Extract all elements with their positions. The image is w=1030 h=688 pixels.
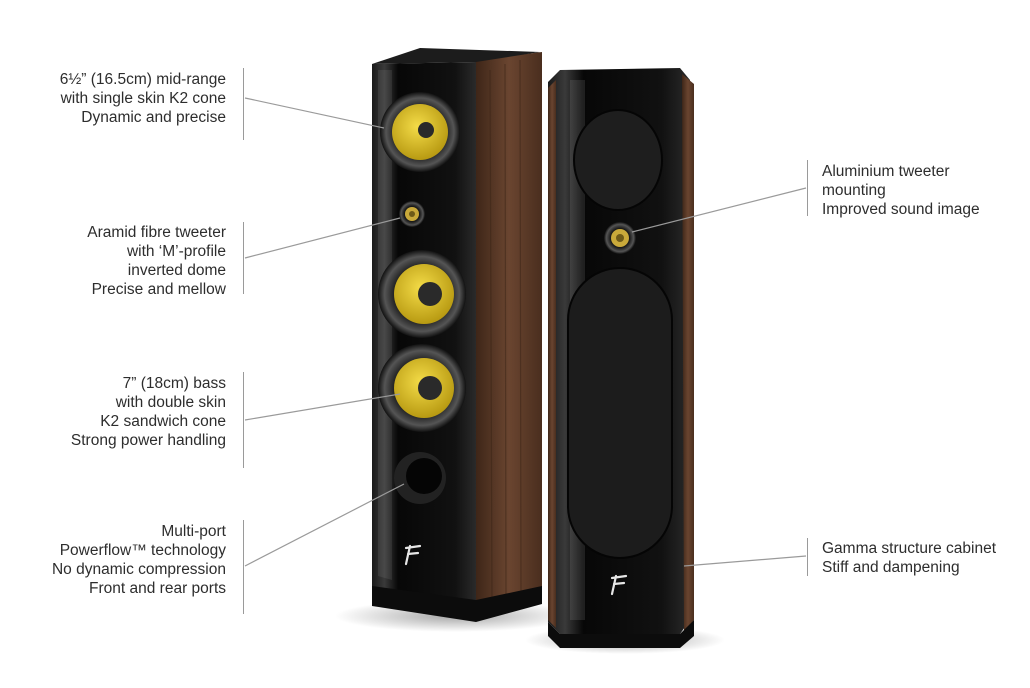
callout-line: Precise and mellow — [91, 281, 226, 298]
callout-line: with ‘M’-profile — [126, 243, 226, 260]
callout-line: mounting — [822, 182, 886, 199]
callout-bar — [807, 538, 808, 576]
callout-line: Stiff and dampening — [822, 559, 960, 576]
callout-port: Multi-port Powerflow™ technology No dyna… — [52, 522, 226, 598]
callout-gamma-cabinet: Gamma structure cabinet Stiff and dampen… — [822, 539, 996, 577]
callout-line: Strong power handling — [70, 432, 226, 449]
side-speaker — [548, 68, 694, 648]
leader-lines — [244, 97, 807, 567]
focal-logo-icon — [404, 544, 422, 566]
callout-line: Aluminium tweeter — [822, 163, 950, 180]
callout-bass: 7” (18cm) bass with double skin K2 sandw… — [71, 374, 226, 450]
callout-bar — [807, 160, 808, 216]
callout-bar — [243, 520, 244, 614]
front-speaker — [372, 48, 542, 622]
callout-line: Front and rear ports — [89, 580, 226, 597]
callout-line: Aramid fibre tweeter — [87, 224, 226, 241]
callout-line: 6½” (16.5cm) mid-range — [59, 71, 226, 88]
callout-line: Improved sound image — [822, 201, 980, 218]
callout-line: K2 sandwich cone — [100, 413, 226, 430]
callout-bar — [243, 68, 244, 140]
callout-line: Multi-port — [161, 523, 226, 540]
callout-line: Gamma structure cabinet — [822, 540, 997, 557]
callout-line: Powerflow™ technology — [59, 542, 226, 559]
callout-line: No dynamic compression — [51, 561, 226, 578]
callout-line: inverted dome — [127, 262, 226, 279]
callout-aluminium-tweeter: Aluminium tweeter mounting Improved soun… — [822, 162, 980, 219]
callout-midrange: 6½” (16.5cm) mid-range with single skin … — [60, 70, 226, 127]
callout-bar — [243, 222, 244, 294]
callout-line: with single skin K2 cone — [60, 90, 226, 107]
callout-line: Dynamic and precise — [81, 109, 226, 126]
callout-line: with double skin — [115, 394, 226, 411]
callout-bar — [243, 372, 244, 468]
callout-line: 7” (18cm) bass — [122, 375, 226, 392]
callout-aramid-tweeter: Aramid fibre tweeter with ‘M’-profile in… — [87, 223, 226, 299]
